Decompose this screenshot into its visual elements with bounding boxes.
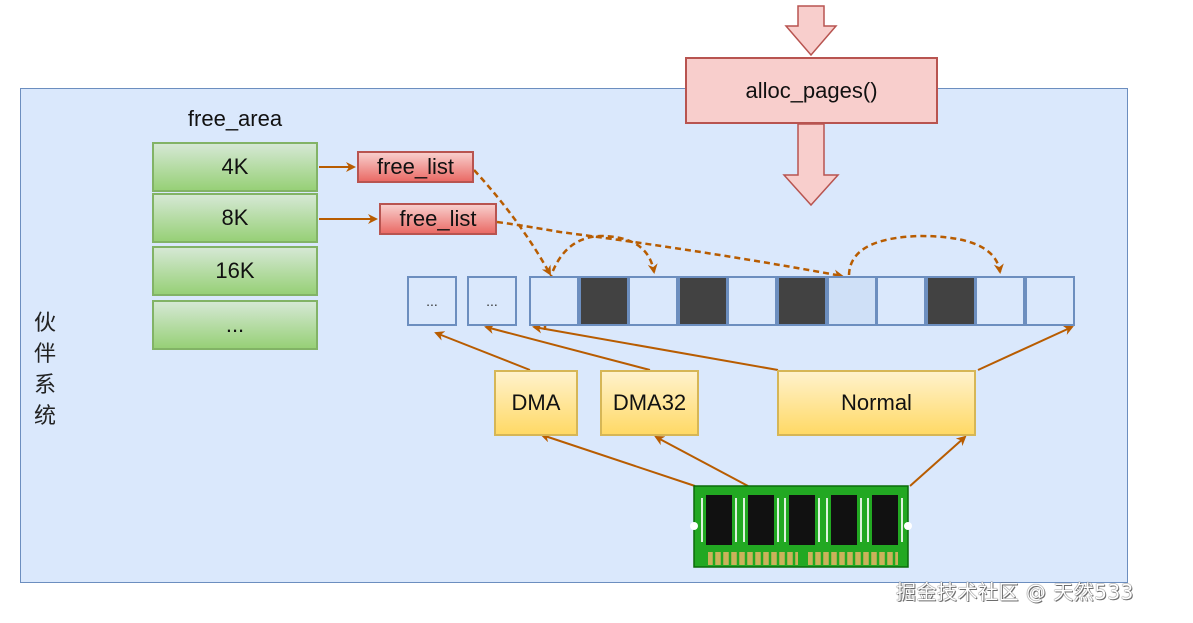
page-frame-free bbox=[975, 276, 1026, 326]
page-ellipsis: ... bbox=[407, 276, 457, 326]
free-area-order-8k: 8K bbox=[152, 193, 318, 243]
page-frame-free bbox=[1025, 276, 1075, 326]
free-list-4k: free_list bbox=[357, 151, 474, 183]
list-link bbox=[473, 169, 552, 276]
entry-arrow-in bbox=[784, 5, 838, 57]
entry-arrow-out bbox=[782, 123, 840, 207]
ram-stick-icon bbox=[690, 485, 912, 568]
page-frame-free bbox=[876, 276, 927, 326]
page-frame-used bbox=[578, 276, 629, 326]
free-area-title: free_area bbox=[187, 106, 283, 131]
buddy-system-label: 伙 伴 系 统 bbox=[30, 308, 60, 432]
label-char: 伙 bbox=[33, 311, 56, 336]
label-char: 统 bbox=[33, 404, 56, 429]
page-ellipsis: ... bbox=[467, 276, 517, 326]
arrow-normal-pages-left bbox=[532, 323, 779, 371]
arrow-dma32-pages bbox=[484, 324, 651, 371]
list-link bbox=[496, 220, 844, 280]
page-frame-used bbox=[777, 276, 827, 326]
arrow-normal-pages-right bbox=[977, 325, 1074, 371]
arrow-ram-normal bbox=[909, 435, 967, 487]
label-char: 伴 bbox=[33, 342, 56, 367]
arrow-dma-pages bbox=[434, 331, 531, 371]
arrow-ram-dma bbox=[540, 432, 696, 487]
free-area-order-more: ... bbox=[152, 300, 318, 350]
page-frame-free bbox=[529, 276, 579, 326]
free-list-8k: free_list bbox=[379, 203, 497, 235]
page-frame-used bbox=[677, 276, 728, 326]
free-area-order-4k: 4K bbox=[152, 142, 318, 192]
label-char: 系 bbox=[33, 373, 56, 398]
zone-dma32: DMA32 bbox=[600, 370, 699, 436]
arrow-ram-dma32 bbox=[654, 436, 749, 487]
watermark: 掘金技术社区 @ 天然533 bbox=[896, 580, 1134, 604]
page-frame-used bbox=[925, 276, 976, 326]
zone-dma: DMA bbox=[494, 370, 578, 436]
list-link bbox=[847, 234, 1004, 276]
alloc-pages-box: alloc_pages() bbox=[685, 57, 938, 124]
page-frame-free bbox=[826, 276, 877, 326]
page-frame-free bbox=[628, 276, 679, 326]
page-frame-free bbox=[727, 276, 778, 326]
free-area-order-16k: 16K bbox=[152, 246, 318, 296]
zone-normal: Normal bbox=[777, 370, 976, 436]
